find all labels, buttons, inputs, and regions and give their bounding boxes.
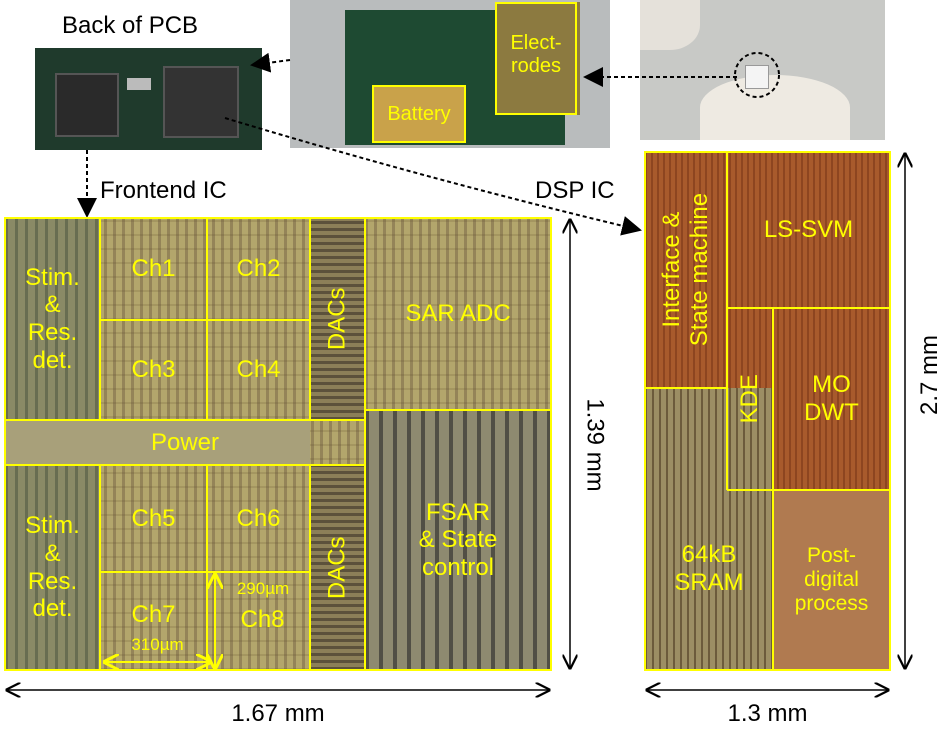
ch3-label: Ch3 (131, 356, 176, 384)
sar-adc-label: SAR ADC (405, 300, 511, 328)
ch6-label: Ch6 (236, 504, 281, 532)
dacs-label-bottom-wrap: DACs (310, 465, 365, 670)
frontend-width-label: 1.67 mm (231, 700, 325, 727)
post-area (773, 490, 890, 670)
rat (700, 75, 850, 140)
pcb-component (127, 78, 151, 90)
power-area (5, 420, 310, 465)
dsp-chip-package (163, 66, 239, 138)
frontend-chip-package (55, 73, 119, 137)
device-photo (290, 0, 610, 148)
ch5-label: Ch5 (131, 504, 176, 532)
ch7-label: Ch7 (131, 601, 176, 629)
channel-height-label: 290µm (236, 579, 290, 599)
fsar-area (365, 410, 551, 670)
frontend-height-wrap: 1.39 mm (575, 380, 615, 510)
interface-label: Interface & State machine (658, 193, 714, 347)
sram-area (645, 388, 773, 670)
dsp-height-label: 2.7 mm (916, 334, 944, 416)
ch2-label: Ch2 (236, 255, 281, 283)
stim-area-top (5, 218, 100, 420)
battery-area (372, 85, 464, 143)
dacs-label-bottom: DACs (323, 536, 351, 599)
ch4-label: Ch4 (236, 356, 281, 384)
frontend-ic-caption: Frontend IC (100, 177, 227, 204)
dacs-label-top-wrap: DACs (310, 218, 365, 420)
implant-device (745, 65, 769, 89)
stim-label-top: Stim. & Res. det. (25, 263, 80, 374)
back-of-pcb-caption: Back of PCB (62, 12, 199, 39)
channel-width-label: 310µm (131, 635, 184, 655)
interface-label-wrap: Interface & State machine (645, 152, 727, 388)
post-digital-label: Post- digital process (794, 543, 869, 616)
stim-label-bottom: Stim. & Res. det. (25, 512, 80, 623)
dsp-height-wrap: 2.7 mm (910, 320, 950, 430)
battery-label: Battery (372, 85, 466, 143)
dacs-area-bottom (310, 465, 365, 670)
pcb-back-photo (35, 48, 262, 150)
dacs-area-top (310, 218, 365, 420)
electrodes-area (495, 2, 580, 115)
fsar-label: FSAR & State control (418, 498, 498, 581)
sram-label: 64kB SRAM (674, 541, 744, 596)
dsp-ic-caption: DSP IC (535, 177, 615, 204)
ls-svm-label: LS-SVM (763, 216, 854, 244)
frontend-height-label: 1.39 mm (582, 398, 609, 492)
stim-area-bottom (5, 465, 100, 670)
electrodes-label: Elect- rodes (495, 2, 577, 115)
implant-circle (734, 52, 780, 98)
rat-2 (640, 0, 700, 50)
dsp-width-label: 1.3 mm (727, 700, 808, 727)
ch8-label: Ch8 (240, 606, 285, 634)
dacs-label-top: DACs (323, 287, 351, 351)
dashed-arrow-to-dsp (224, 117, 642, 236)
dashed-arrow-device-to-pcb (250, 52, 291, 73)
power-label: Power (150, 428, 220, 456)
mo-dwt-label: MO DWT (804, 371, 859, 426)
rat-photo (640, 0, 885, 140)
ch1-label: Ch1 (131, 255, 176, 283)
